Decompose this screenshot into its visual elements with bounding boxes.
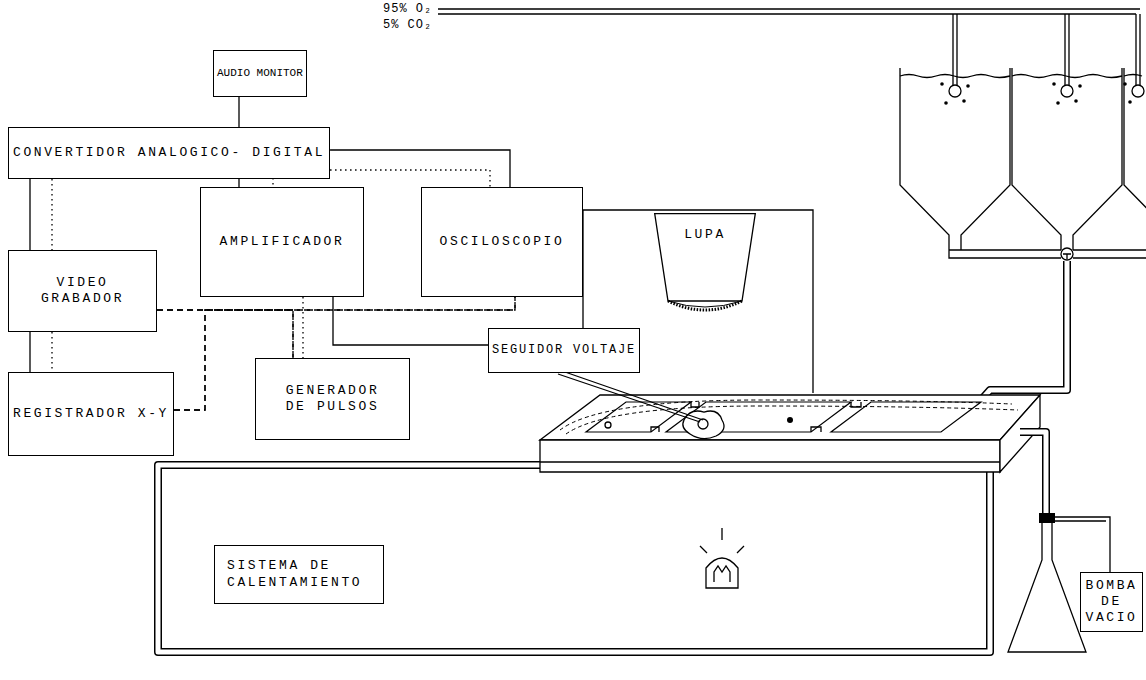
node-text: GENERADOR DE PULSOS — [278, 383, 388, 416]
pulse-generator-box: GENERADOR DE PULSOS — [255, 358, 410, 440]
reservoir — [1012, 68, 1122, 250]
bubble — [1078, 84, 1082, 88]
bubble — [962, 99, 966, 103]
trough — [586, 402, 691, 432]
node-text: AMPLIFICADOR — [220, 234, 345, 250]
heating-system-box: SISTEMA DE CALENTAMIENTO — [214, 545, 384, 604]
xy-recorder-box: REGISTRADOR X-Y — [8, 372, 174, 456]
bubble — [1052, 82, 1056, 86]
node-text: VIDEO GRABADOR — [23, 275, 143, 308]
signal-wire — [330, 150, 510, 187]
light-rays — [700, 528, 744, 553]
video-recorder-box: VIDEO GRABADOR — [8, 250, 157, 332]
lamp — [706, 558, 738, 588]
heating-loop-inner — [158, 465, 990, 652]
amplifier-box: AMPLIFICADOR — [200, 187, 364, 297]
signal-wire — [302, 297, 303, 358]
tissue-cell — [698, 419, 708, 429]
vacuum-pump-box: BOMBA DE VACIO — [1080, 572, 1143, 632]
chamber-front — [540, 440, 1000, 472]
voltage-follower-box: SEGUIDOR VOLTAJE — [488, 328, 640, 373]
node-text: AUDIO MONITOR — [217, 67, 303, 81]
suction-tube — [1020, 432, 1046, 515]
chamber-top — [540, 395, 1040, 440]
lens-rim — [668, 301, 742, 307]
signal-wire — [157, 310, 293, 358]
heating-channel — [566, 406, 1018, 434]
audio-monitor-box: AUDIO MONITOR — [213, 50, 307, 97]
node-text: BOMBA DE VACIO — [1082, 578, 1142, 627]
recording-electrode — [558, 372, 703, 422]
signal-wire — [29, 332, 30, 372]
bubbles — [940, 82, 1132, 105]
lens-glass — [668, 301, 742, 310]
magnifier-lens: LUPA — [654, 213, 756, 318]
signal-wire — [333, 297, 488, 345]
reference-electrode — [605, 422, 611, 428]
manifold — [949, 250, 1146, 258]
signal-wire — [330, 170, 490, 187]
bubble — [940, 82, 944, 86]
bubbler — [1132, 85, 1144, 97]
node-text: REGISTRADOR X-Y — [13, 406, 169, 422]
flask — [1008, 523, 1086, 652]
heating-channel — [560, 400, 1012, 430]
oscilloscope-box: OSCILOSCOPIO — [421, 187, 583, 297]
reservoir — [900, 68, 1010, 250]
lamp-filament — [714, 566, 730, 582]
bubble — [966, 84, 970, 88]
node-text: OSCILOSCOPIO — [440, 234, 565, 250]
signal-wire — [51, 332, 52, 372]
valve-handle — [1063, 254, 1071, 259]
heating-loop — [158, 465, 990, 652]
reservoir — [1124, 68, 1146, 250]
flask-stopper — [1039, 513, 1055, 523]
bubble — [1056, 101, 1060, 105]
valve — [1061, 248, 1073, 260]
gas-label: 5% CO₂ — [382, 18, 433, 32]
signal-wire — [51, 179, 52, 250]
suction-tube-inner — [1020, 432, 1046, 515]
bubbler — [949, 85, 961, 97]
bubble — [944, 101, 948, 105]
node-text: SISTEMA DE CALENTAMIENTO — [227, 558, 377, 591]
gas-line — [438, 9, 1140, 14]
stimulating-electrode — [787, 417, 793, 423]
bubble — [1128, 100, 1132, 104]
chamber-base — [540, 461, 1000, 462]
node-text: CONVERTIDOR ANALOGICO- DIGITAL — [13, 146, 325, 161]
bubble — [1074, 99, 1078, 103]
bubbler — [1061, 85, 1073, 97]
trough-steps — [651, 402, 861, 432]
vacuum-tube — [1055, 517, 1110, 572]
converter-box: CONVERTIDOR ANALOGICO- DIGITAL — [8, 127, 330, 179]
signal-wire — [29, 179, 30, 250]
node-text: SEGUIDOR VOLTAJE — [492, 343, 636, 358]
gas-label: 95% O₂ — [382, 2, 433, 16]
node-text: LUPA — [684, 227, 726, 243]
lens-body — [655, 214, 756, 301]
signal-wire — [157, 297, 515, 310]
liquid-surface — [900, 75, 1142, 78]
